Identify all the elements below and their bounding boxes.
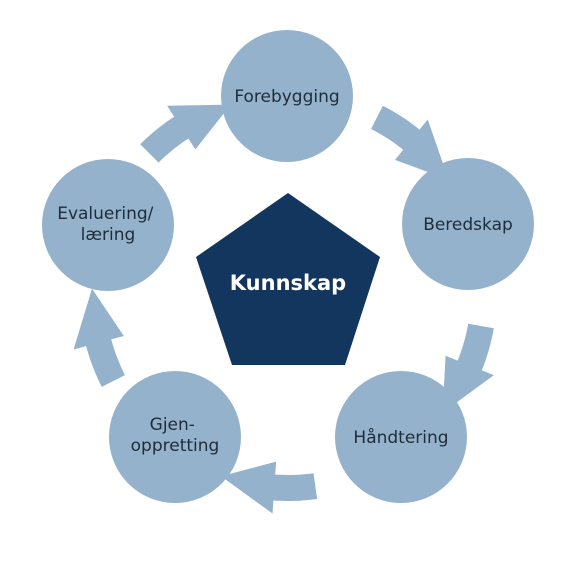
- node-beredskap-circle: [402, 158, 534, 290]
- center-label: Kunnskap: [230, 271, 346, 295]
- node-gjenoppretting-line-1: Gjen-: [150, 415, 195, 435]
- node-forebygging: Forebygging: [221, 30, 353, 162]
- node-handtering-label: Håndtering: [353, 427, 448, 448]
- node-gjenoppretting: Gjen- oppretting: [109, 371, 241, 503]
- node-beredskap: Beredskap: [402, 158, 534, 290]
- node-evaluering: Evaluering/ læring: [42, 159, 174, 291]
- node-handtering-circle: [335, 371, 467, 503]
- center-pentagon: [196, 193, 380, 365]
- arrow-forebygging-to-beredskap: [371, 105, 449, 180]
- node-gjenoppretting-circle: [109, 371, 241, 503]
- node-evaluering-label: Evaluering/ læring: [57, 204, 159, 245]
- arrow-handtering-to-gjenoppretting: [221, 461, 318, 514]
- node-evaluering-circle: [42, 159, 174, 291]
- node-evaluering-line-2: læring: [81, 225, 136, 245]
- node-evaluering-line-1: Evaluering/: [57, 204, 153, 224]
- node-forebygging-label: Forebygging: [234, 87, 339, 107]
- node-beredskap-label: Beredskap: [423, 215, 513, 235]
- node-handtering: Håndtering: [335, 371, 467, 503]
- node-handtering-line-1: Håndtering: [353, 427, 448, 448]
- arrow-beredskap-to-handtering: [442, 323, 494, 413]
- node-forebygging-circle: [221, 30, 353, 162]
- arrows-layer: [73, 104, 494, 514]
- arrow-gjenoppretting-to-evaluering: [73, 288, 125, 387]
- arrow-evaluering-to-forebygging: [140, 104, 231, 163]
- node-gjenoppretting-line-2: oppretting: [131, 436, 220, 456]
- node-forebygging-line-1: Forebygging: [234, 87, 339, 107]
- node-gjenoppretting-label: Gjen- oppretting: [131, 415, 220, 456]
- node-beredskap-line-1: Beredskap: [423, 215, 513, 235]
